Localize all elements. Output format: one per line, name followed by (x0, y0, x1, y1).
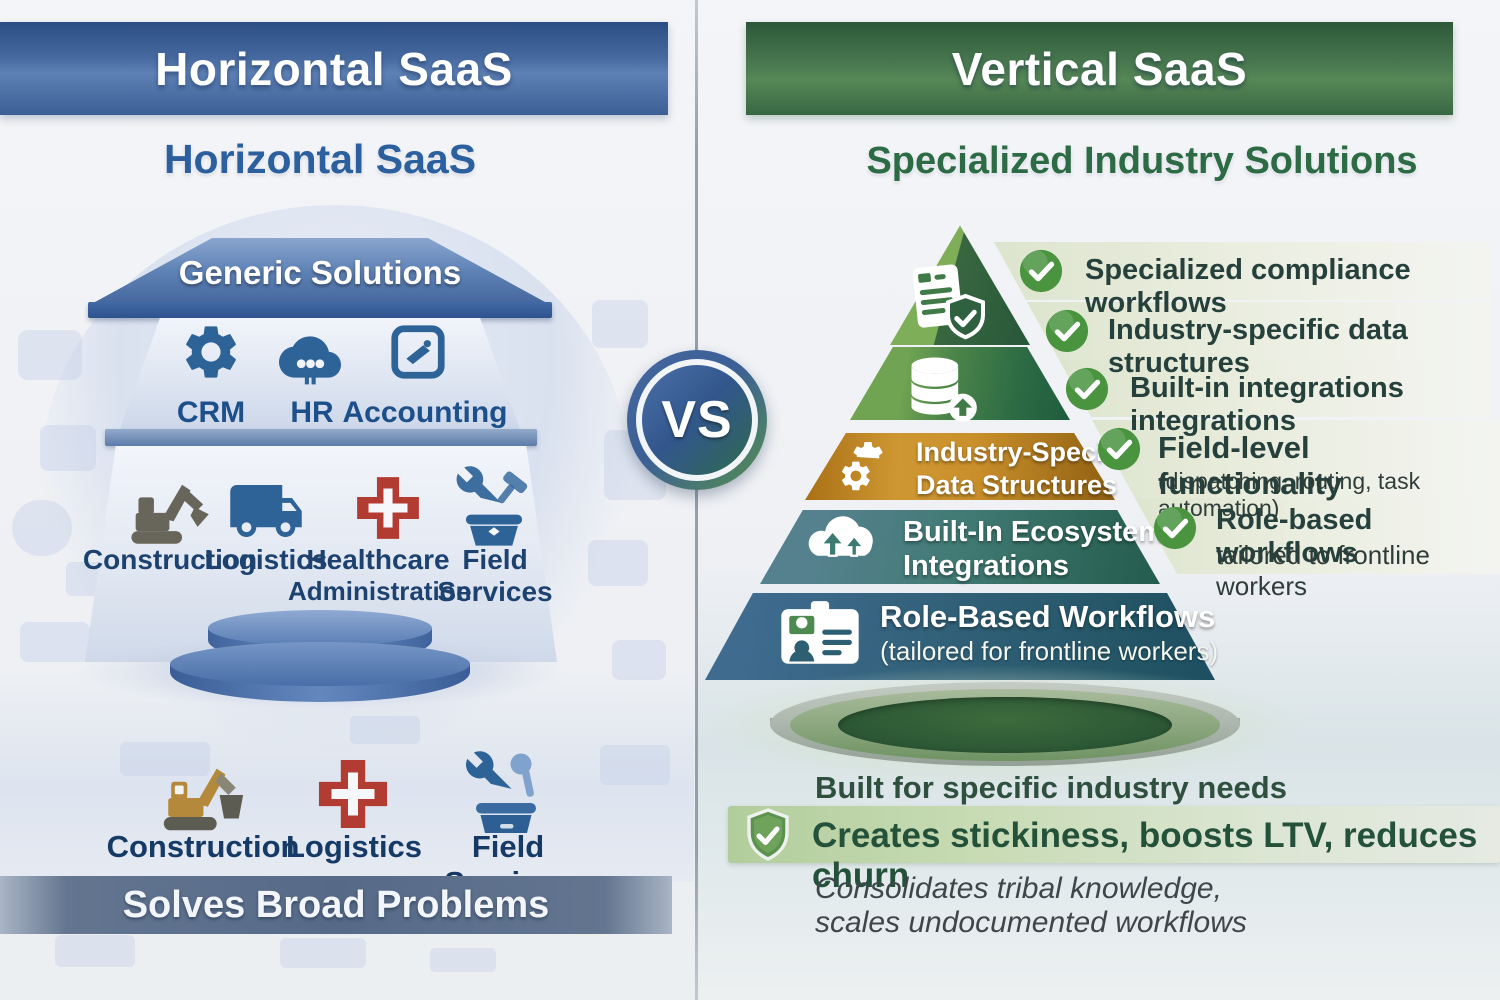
cloud-upload-icon (796, 506, 888, 566)
benefit-banner-label: Creates stickiness, boosts LTV, reduces … (812, 816, 1478, 895)
watermark-shape (12, 500, 72, 556)
excavator-icon (120, 465, 216, 555)
watermark-shape (120, 742, 210, 776)
medical-cross-icon (310, 750, 396, 838)
platform-top-edge (88, 302, 552, 318)
watermark-shape (20, 622, 90, 662)
bottom-label-logistics: Logistics (285, 829, 423, 864)
checklist-band (994, 242, 1492, 300)
app-label-crm: CRM (176, 396, 246, 429)
app-label-accounting: Accounting (342, 396, 508, 429)
pyramid-layer3-label-line2: Data Structures (916, 470, 1118, 500)
footnote-line2: scales undocumented workflows (815, 906, 1247, 939)
benefit-banner (728, 806, 1500, 863)
vs-label: VS (661, 391, 733, 449)
vs-badge: VS (627, 350, 767, 490)
checklist-item-title: Specialized compliance workflows (1085, 254, 1411, 319)
check-circle-icon (1018, 248, 1064, 294)
checklist-band (1092, 420, 1500, 500)
checklist-item-title: Field-level functionality (1158, 430, 1343, 501)
checklist-band (1059, 360, 1492, 417)
right-subtitle: Specialized Industry Solutions (866, 140, 1418, 182)
left-header-title: Horizontal SaaS (155, 42, 513, 95)
platform-mid-edge (105, 429, 537, 446)
watermark-shape (350, 716, 420, 744)
industry-label-construction: Construction (82, 544, 258, 575)
pyramid-layer4-label-line2: Integrations (903, 550, 1069, 582)
watermark-shape (600, 745, 670, 785)
pyramid-layer5-label-line1: Role-Based Workflows (880, 599, 1216, 634)
compliance-doc-shield-icon (908, 260, 988, 352)
truck-icon (218, 472, 314, 550)
platform-top-label: Generic Solutions (178, 254, 462, 291)
watermark-shape (592, 300, 648, 348)
pyramid-layer5-label-line2: (tailored for frontline workers) (880, 636, 1219, 666)
left-subtitle: Horizontal SaaS (163, 136, 477, 182)
right-platform-caption: Built for specific industry needs (815, 770, 1287, 805)
pedestal-upper-top (208, 610, 432, 646)
watermark-shape (430, 948, 496, 972)
check-circle-icon (1044, 308, 1090, 354)
checklist-band (1135, 498, 1500, 574)
checklist-item-title: Role-based workflows (1216, 504, 1373, 569)
checklist-item-title: Industry-specific data structures (1108, 314, 1408, 379)
bottom-label-construction: Construction (106, 829, 300, 864)
footnote-line1: Consolidates tribal knowledge, (815, 872, 1222, 905)
right-platform-core (838, 697, 1172, 753)
panel-divider (695, 0, 698, 1000)
watermark-shape (280, 938, 366, 968)
industry-label-field-services: Field Services (437, 544, 553, 607)
right-header-banner: Vertical SaaS (746, 22, 1453, 115)
gears-icon (838, 438, 906, 498)
check-circle-icon (1152, 505, 1198, 551)
id-badge-icon (778, 600, 862, 666)
industry-label-logistics: Logistics (204, 544, 328, 575)
watermark-shape (612, 640, 666, 680)
medical-cross-icon (349, 468, 427, 548)
watermark-shape (18, 330, 82, 380)
app-label-hr: HR (290, 396, 334, 429)
left-footer-banner-label: Solves Broad Problems (122, 883, 550, 926)
industry-label-healthcare-line2: Administration (288, 576, 472, 606)
checklist-item-title: Built-in integrations integrations (1130, 372, 1404, 437)
watermark-shape (40, 425, 96, 471)
tools-icon (449, 464, 539, 554)
checklist-item-subtitle: tailored to frontline workers (1216, 540, 1430, 601)
check-circle-icon (1096, 426, 1142, 472)
check-circle-icon (1064, 366, 1110, 412)
cloud-icon (272, 326, 348, 388)
shield-check-icon (744, 808, 792, 864)
platform-top-label-zone: Generic Solutions (95, 244, 545, 302)
tools-icon (458, 746, 554, 842)
left-header-banner: Horizontal SaaS (0, 22, 668, 115)
excavator-icon (152, 748, 252, 842)
watermark-shape (588, 540, 648, 586)
checklist-band (1027, 302, 1492, 360)
pyramid-layer4-label-line1: Built-In Ecosystem (903, 516, 1165, 548)
left-footer-banner: Solves Broad Problems (0, 876, 672, 934)
right-header-title: Vertical SaaS (951, 42, 1248, 95)
pedestal-lower-top (170, 642, 470, 686)
database-icon (902, 354, 984, 424)
watermark-shape (55, 935, 135, 967)
accounting-icon (387, 320, 449, 384)
gear-icon (179, 320, 243, 384)
industry-label-healthcare: Healthcare (306, 544, 450, 575)
